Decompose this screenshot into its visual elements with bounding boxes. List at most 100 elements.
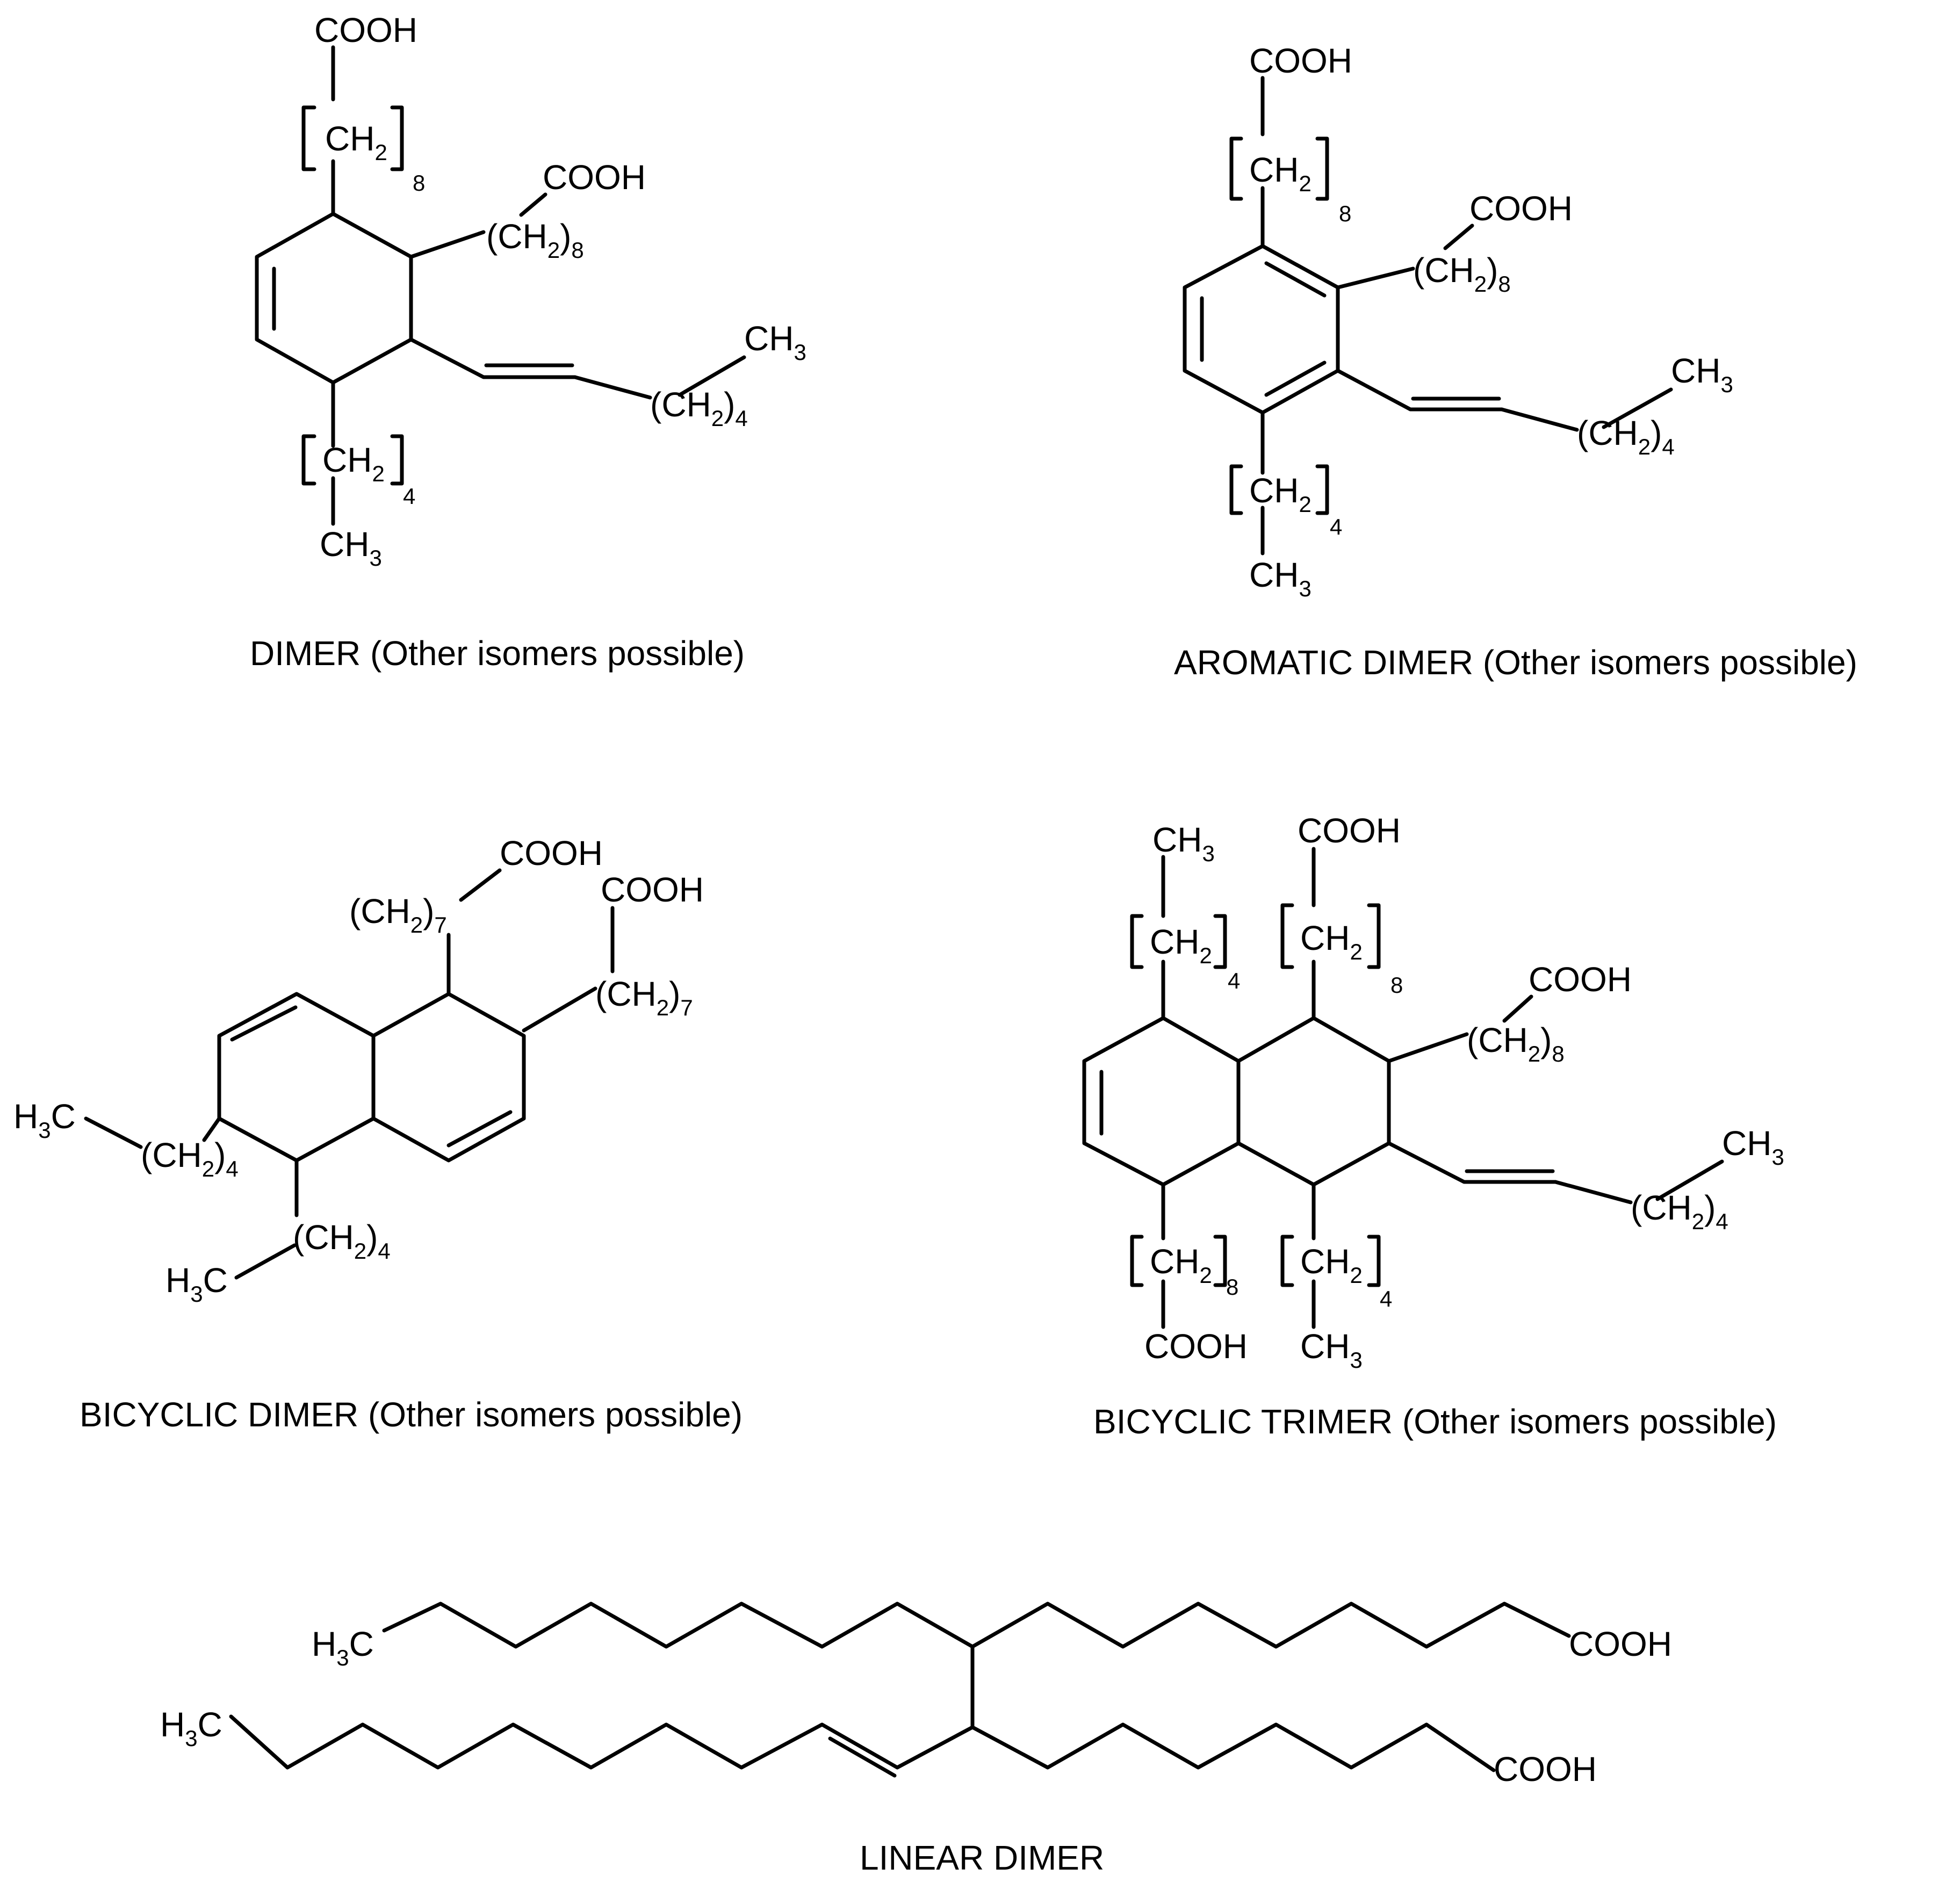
bond-line [234,1243,297,1280]
bond-line [1500,407,1579,432]
ch3-label: CH3 [1671,351,1733,397]
ch2-label: CH2 [1249,471,1312,517]
ch2-chain-label: (CH2)4 [293,1218,391,1264]
ch2-label: CH2 [325,119,387,165]
cyclohexene-ring [255,212,413,385]
bicyclic-trimer-structure: CH3 CH2 4 COOH CH2 8 COOH (CH2)8 CH3 (CH… [1082,811,1784,1373]
ch2-label: CH2 [1150,1242,1212,1288]
bond-line [522,986,597,1033]
aromatic-double-bond [1264,261,1327,298]
repeat-count: 8 [413,170,425,196]
h3c-label: H3C [13,1097,76,1143]
caption-aromatic-dimer: AROMATIC DIMER (Other isomers possible) [1174,643,1857,682]
bracket-left [1229,136,1243,201]
bracket-left [1229,464,1243,515]
ch3-label: CH3 [1152,820,1215,866]
h3c-label: H3C [312,1625,374,1670]
ch2-chain-label: (CH2)4 [141,1136,239,1181]
bicyclic-ring-right [1236,1016,1391,1187]
bond-line [519,192,547,217]
caption-bicyclic-dimer: BICYCLIC DIMER (Other isomers possible) [80,1395,743,1434]
bond-line [1387,1141,1558,1184]
caption-bicyclic-trimer: BICYCLIC TRIMER (Other isomers possible) [1093,1402,1777,1441]
ch2-label: CH2 [1300,1242,1363,1288]
cooh-label: COOH [1569,1625,1672,1663]
bracket-right [1213,1235,1227,1287]
bond-line [84,1116,143,1149]
cooh-label: COOH [314,11,417,49]
ch3-label: CH3 [1300,1327,1363,1373]
bracket-left [1280,903,1294,969]
cooh-label: COOH [601,870,704,909]
repeat-count: 8 [1339,201,1351,226]
bracket-right [1213,914,1227,969]
h3c-label: H3C [165,1261,228,1307]
ch2-chain-label: (CH2)7 [349,892,447,937]
ch3-label: CH3 [320,525,382,571]
cooh-label: COOH [1144,1327,1248,1366]
upper-alkyl-chain [382,1602,1571,1649]
bond-line [573,375,652,400]
bracket-right [390,434,404,486]
bracket-left [301,105,316,171]
cooh-label: COOH [1469,189,1573,228]
repeat-count: 4 [403,484,415,509]
ch2-chain-label: (CH2)8 [1467,1021,1565,1066]
repeat-count: 8 [1226,1274,1238,1300]
bracket-left [301,434,316,486]
cooh-label: COOH [500,834,603,872]
cooh-label: COOH [1298,811,1401,850]
bracket-right [1367,903,1381,969]
bracket-left [1130,914,1144,969]
ch2-chain-label: (CH2)7 [595,975,693,1020]
ch3-label: CH3 [1249,556,1312,601]
ch3-label: CH3 [744,319,806,365]
bond-line [1336,266,1415,290]
bracket-right [390,105,404,171]
repeat-count: 4 [1330,514,1342,539]
bicyclic-ring-left [217,992,376,1163]
dimer-structure: COOH CH2 8 COOH (CH2)8 CH3 (CH2)4 CH2 4 … [255,11,806,571]
cooh-label: COOH [543,158,646,197]
bicyclic-ring-left [1082,1016,1241,1187]
repeat-count: 8 [1390,972,1403,998]
bond-line [459,868,502,902]
cooh-label: COOH [1529,960,1632,999]
cooh-label: COOH [1249,41,1352,80]
bracket-right [1367,1235,1381,1287]
ch2-chain-label: (CH2)4 [1577,414,1675,459]
h3c-label: H3C [160,1705,222,1751]
repeat-count: 4 [1380,1286,1392,1311]
bond-line [1553,1180,1633,1204]
benzene-ring [1183,244,1340,415]
aromatic-double-bond [1264,360,1327,397]
bond-line [409,337,577,379]
caption-dimer: DIMER (Other isomers possible) [250,634,745,673]
ch2-label: CH2 [1150,922,1212,968]
ch2-label: CH2 [1249,150,1312,196]
ch2-chain-label: (CH2)4 [650,385,748,431]
repeat-count: 4 [1228,968,1240,993]
aromatic-dimer-structure: COOH CH2 8 COOH (CH2)8 CH3 (CH2)4 CH2 4 … [1183,41,1733,601]
bond-line [1602,387,1673,429]
bicyclic-dimer-structure: COOH (CH2)7 COOH (CH2)7 H3C (CH2)4 (CH2)… [13,834,704,1307]
bond-line [1443,223,1474,250]
ch3-label: CH3 [1722,1124,1784,1170]
bracket-left [1130,1235,1144,1287]
bond-line [1336,369,1504,412]
bond-line [1655,1159,1724,1201]
bond-line [678,355,746,397]
ring-double-bond [230,1005,298,1042]
bracket-right [1315,464,1329,515]
ch2-chain-label: (CH2)8 [1413,251,1511,297]
linear-dimer-structure: H3C COOH H3C COOH [160,1602,1672,1788]
bond-line [1502,994,1533,1023]
ch2-chain-label: (CH2)4 [1631,1188,1728,1234]
ch2-label: CH2 [322,441,385,486]
bond-line [202,1116,221,1142]
cooh-label: COOH [1494,1750,1597,1788]
ring-double-bond [446,1110,513,1148]
bond-line [1387,1032,1469,1063]
caption-linear-dimer: LINEAR DIMER [860,1838,1104,1877]
